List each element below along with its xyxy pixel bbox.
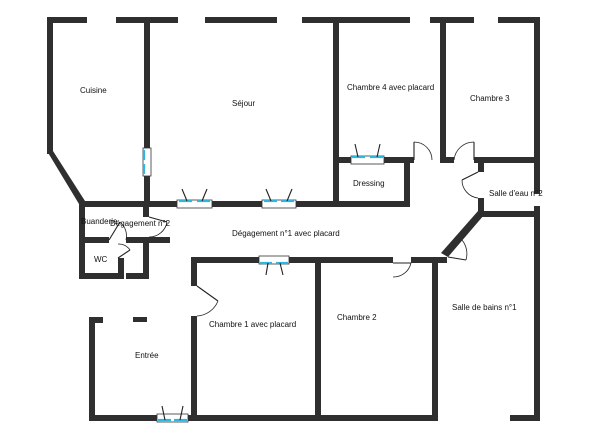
- label-entree: Entrée: [135, 351, 159, 360]
- wall-corridor-diagonal: [441, 211, 484, 257]
- wall-ch1-ch2: [315, 260, 321, 421]
- label-degagement-2: Dégagement n°2: [110, 219, 171, 228]
- wall-entree-left: [89, 317, 95, 421]
- wall-top-3: [205, 17, 277, 23]
- wall-ch4-bottom-2: [384, 157, 414, 163]
- wall-bedrooms-top-1: [191, 257, 259, 263]
- door-buanderie: [108, 221, 127, 241]
- wall-top-4: [302, 17, 410, 23]
- door-chambre2: [392, 262, 412, 278]
- label-chambre3: Chambre 3: [470, 94, 510, 103]
- wall-main-h-3: [296, 201, 408, 207]
- label-degagement-1: Dégagement n°1 avec placard: [232, 229, 340, 238]
- wall-buanderie-bottom: [79, 237, 109, 243]
- door-chambre1: [196, 285, 219, 317]
- wall-main-h-2: [212, 201, 262, 207]
- wall-bedrooms-top-3: [411, 257, 447, 263]
- doors: [108, 141, 479, 317]
- window-living-2: [261, 188, 297, 209]
- wall-bedrooms-top-2: [289, 257, 393, 263]
- label-dressing: Dressing: [353, 179, 385, 188]
- label-salle-bains-1: Salle de bains n°1: [452, 303, 517, 312]
- wall-wc-bottom: [79, 273, 121, 279]
- wall-bottom-3: [510, 415, 540, 421]
- label-chambre2: Chambre 2: [337, 313, 377, 322]
- label-buanderie: Buanderie: [81, 217, 118, 226]
- wall-bottom-1: [89, 415, 157, 421]
- wall-living-ch4: [333, 20, 339, 207]
- label-cuisine: Cuisine: [80, 86, 107, 95]
- label-salle-eau-2: Salle d'eau n°2: [489, 189, 543, 198]
- wall-entree-left-top: [89, 317, 103, 323]
- door-salle-bains: [447, 239, 468, 261]
- walls: [47, 17, 540, 421]
- wall-wc-bottom-right: [126, 273, 146, 279]
- wall-top-5: [430, 17, 474, 23]
- wall-deg2-bottom-right: [143, 240, 149, 279]
- door-degagement2: [148, 216, 168, 238]
- wall-se2-left-top: [478, 160, 484, 172]
- window-kitchen: [142, 147, 152, 177]
- wall-top-1: [47, 17, 87, 23]
- wall-left-diagonal: [47, 151, 85, 204]
- wall-bottom-2: [188, 415, 432, 421]
- label-wc: WC: [94, 255, 108, 264]
- wall-wc-right: [118, 258, 124, 279]
- wall-top-6: [498, 17, 540, 23]
- wall-entree-ch1-top: [191, 258, 197, 286]
- wall-deg2-right-top: [143, 207, 149, 217]
- wall-kitchen-living: [144, 20, 150, 148]
- label-chambre1: Chambre 1 avec placard: [209, 320, 296, 329]
- wall-main-h-1: [79, 201, 177, 207]
- wall-right-upper: [534, 17, 540, 194]
- wall-ch4-bottom-1: [333, 157, 351, 163]
- room-labels: Cuisine Séjour Chambre 4 avec placard Ch…: [80, 83, 543, 360]
- wall-dressing-right: [404, 160, 410, 207]
- wall-kitchen-living-low: [144, 176, 150, 207]
- wall-ch3-bottom-2: [474, 157, 540, 163]
- door-chambre4: [413, 141, 433, 161]
- wall-ch3-bottom-1: [440, 157, 454, 163]
- door-chambre3: [453, 141, 475, 161]
- window-entree: [156, 405, 189, 423]
- wall-ch2-sdb: [432, 257, 438, 421]
- wall-left-upper: [47, 17, 53, 154]
- wall-entree-mark: [133, 317, 147, 322]
- window-chambre4: [350, 143, 385, 165]
- wall-se2-left-bottom: [478, 198, 484, 216]
- label-sejour: Séjour: [232, 99, 255, 108]
- window-chambre1: [258, 255, 290, 276]
- wall-se2-bottom: [478, 211, 540, 217]
- door-salle-eau: [461, 171, 479, 199]
- label-chambre4: Chambre 4 avec placard: [347, 83, 434, 92]
- wall-entree-ch1-bottom: [191, 316, 197, 421]
- wall-ch4-ch3: [440, 20, 446, 160]
- window-living-1: [176, 188, 213, 209]
- wall-right-lower: [534, 206, 540, 421]
- windows: [142, 143, 385, 423]
- door-wc: [117, 243, 131, 259]
